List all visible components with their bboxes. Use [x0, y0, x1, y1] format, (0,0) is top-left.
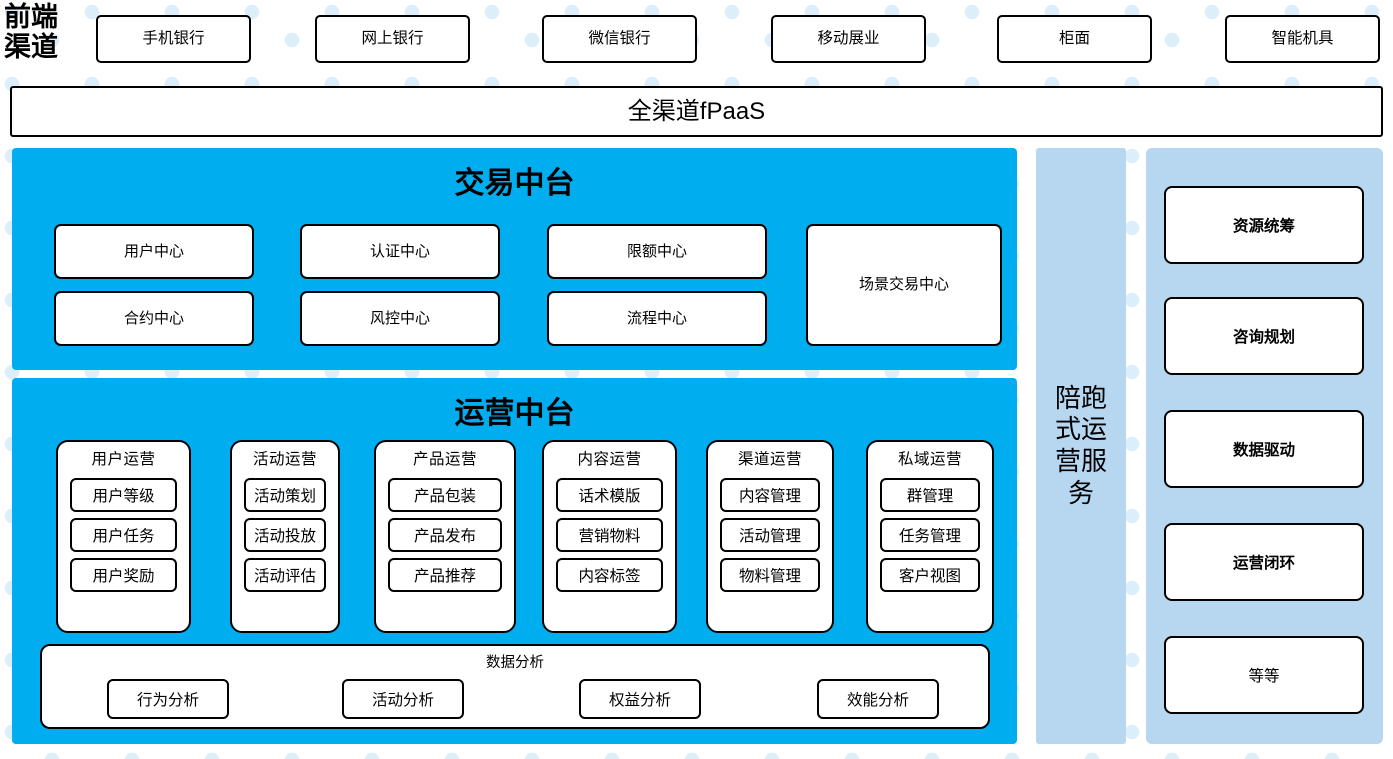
trade-platform-title: 交易中台	[454, 167, 575, 200]
ops-group-2: 产品运营产品包装产品发布产品推荐	[374, 440, 516, 633]
ops-item-2-1[interactable]: 产品发布	[388, 518, 502, 552]
ops-group-title-5: 私域运营	[897, 451, 962, 468]
trade-center-box-6[interactable]: 场景交易中心	[806, 224, 1002, 346]
ops-item-4-0[interactable]: 内容管理	[720, 478, 820, 512]
trade-center-box-1[interactable]: 认证中心	[300, 224, 500, 279]
ops-group-title-4: 渠道运营	[737, 451, 802, 468]
ops-group-title-2: 产品运营	[412, 451, 477, 468]
coach-service-column: 陪跑式运营服务	[1036, 148, 1126, 744]
data-analysis-title: 数据分析	[486, 655, 544, 671]
ops-item-4-2[interactable]: 物料管理	[720, 558, 820, 592]
ops-group-1: 活动运营活动策划活动投放活动评估	[230, 440, 340, 633]
ops-item-0-1[interactable]: 用户任务	[70, 518, 177, 552]
ops-item-5-1[interactable]: 任务管理	[880, 518, 980, 552]
ops-item-0-0[interactable]: 用户等级	[70, 478, 177, 512]
data-analysis-item-1[interactable]: 活动分析	[342, 679, 464, 719]
ops-group-title-1: 活动运营	[252, 451, 317, 468]
channel-box-5[interactable]: 智能机具	[1225, 15, 1380, 63]
front-channel-label-line1: 前端	[4, 2, 58, 32]
data-analysis-item-2[interactable]: 权益分析	[579, 679, 701, 719]
ops-group-title-3: 内容运营	[577, 451, 642, 468]
service-box-1[interactable]: 咨询规划	[1164, 297, 1364, 375]
channel-box-0[interactable]: 手机银行	[96, 15, 251, 63]
trade-center-box-2[interactable]: 限额中心	[547, 224, 767, 279]
fpaas-bar[interactable]: 全渠道fPaaS	[10, 86, 1383, 137]
ops-platform-title: 运营中台	[454, 397, 575, 430]
ops-item-5-0[interactable]: 群管理	[880, 478, 980, 512]
service-box-0[interactable]: 资源统筹	[1164, 186, 1364, 264]
trade-center-box-5[interactable]: 流程中心	[547, 291, 767, 346]
ops-item-4-1[interactable]: 活动管理	[720, 518, 820, 552]
ops-item-2-2[interactable]: 产品推荐	[388, 558, 502, 592]
data-analysis-item-3[interactable]: 效能分析	[817, 679, 939, 719]
front-channel-row: 前端 渠道 手机银行 网上银行 微信银行 移动展业 柜面 智能机具	[0, 0, 1393, 78]
ops-group-title-0: 用户运营	[91, 451, 156, 468]
ops-item-5-2[interactable]: 客户视图	[880, 558, 980, 592]
channel-box-3[interactable]: 移动展业	[771, 15, 926, 63]
ops-item-3-2[interactable]: 内容标签	[556, 558, 663, 592]
ops-item-0-2[interactable]: 用户奖励	[70, 558, 177, 592]
service-box-3[interactable]: 运营闭环	[1164, 523, 1364, 601]
channel-box-2[interactable]: 微信银行	[542, 15, 697, 63]
ops-item-1-0[interactable]: 活动策划	[244, 478, 326, 512]
front-channel-label: 前端 渠道	[4, 2, 82, 62]
service-items-column: 资源统筹咨询规划数据驱动运营闭环等等	[1146, 148, 1383, 744]
data-analysis-item-0[interactable]: 行为分析	[107, 679, 229, 719]
trade-center-box-4[interactable]: 风控中心	[300, 291, 500, 346]
trade-center-box-0[interactable]: 用户中心	[54, 224, 254, 279]
ops-item-1-1[interactable]: 活动投放	[244, 518, 326, 552]
trade-center-box-3[interactable]: 合约中心	[54, 291, 254, 346]
front-channel-label-line2: 渠道	[4, 32, 58, 63]
ops-item-3-0[interactable]: 话术模版	[556, 478, 663, 512]
ops-group-0: 用户运营用户等级用户任务用户奖励	[56, 440, 191, 633]
ops-item-1-2[interactable]: 活动评估	[244, 558, 326, 592]
ops-group-3: 内容运营话术模版营销物料内容标签	[542, 440, 677, 633]
data-analysis-card: 数据分析 行为分析 活动分析 权益分析 效能分析	[40, 644, 990, 729]
service-box-2[interactable]: 数据驱动	[1164, 410, 1364, 488]
channel-box-4[interactable]: 柜面	[997, 15, 1152, 63]
channel-box-1[interactable]: 网上银行	[315, 15, 470, 63]
ops-item-3-1[interactable]: 营销物料	[556, 518, 663, 552]
coach-service-label: 陪跑式运营服务	[1054, 382, 1107, 508]
ops-group-5: 私域运营群管理任务管理客户视图	[866, 440, 994, 633]
ops-item-2-0[interactable]: 产品包装	[388, 478, 502, 512]
service-box-4[interactable]: 等等	[1164, 636, 1364, 714]
trade-platform-panel: 交易中台 用户中心认证中心限额中心合约中心风控中心流程中心场景交易中心	[12, 148, 1017, 370]
ops-group-4: 渠道运营内容管理活动管理物料管理	[706, 440, 834, 633]
